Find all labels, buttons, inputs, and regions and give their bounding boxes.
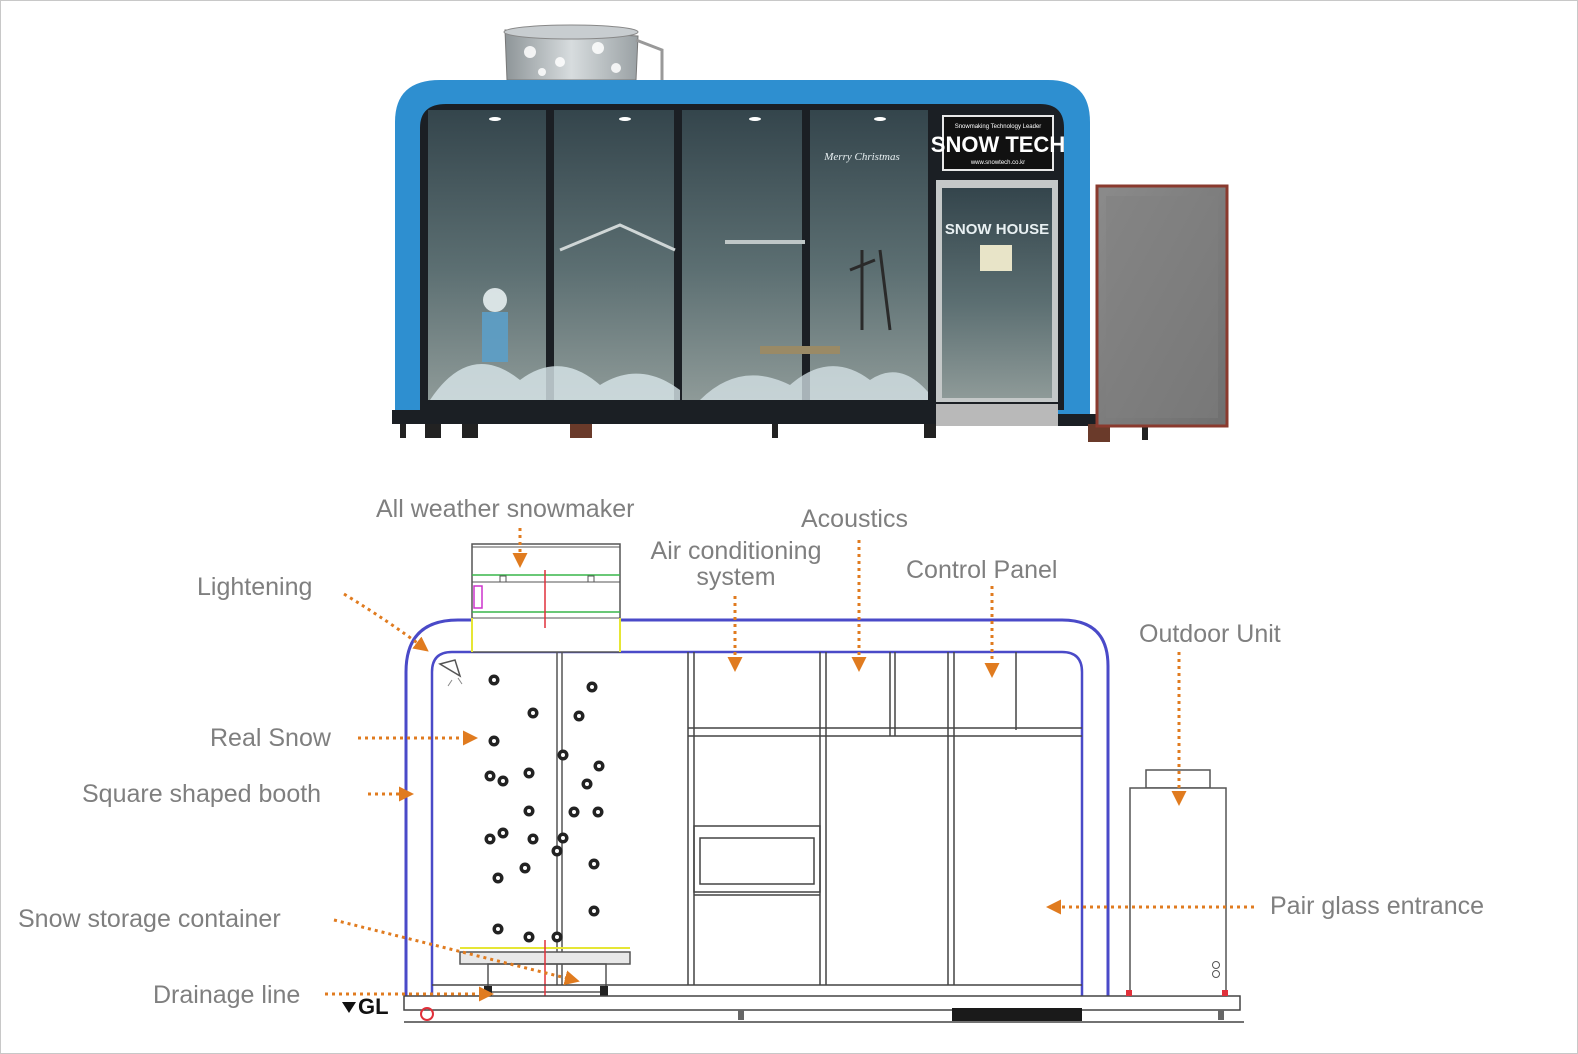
label-real-snow: Real Snow xyxy=(210,724,331,752)
label-square-booth: Square shaped booth xyxy=(82,780,322,808)
entrance-door xyxy=(936,180,1058,402)
snowflakes xyxy=(484,674,605,943)
snowmaker-tank xyxy=(503,24,664,81)
outer-shell xyxy=(404,618,1110,996)
sign-tagline: Snowmaking Technology Leader xyxy=(955,124,1042,130)
glass-windows xyxy=(428,110,928,400)
label-outdoor-unit: Outdoor Unit xyxy=(1139,620,1281,648)
label-snowmaker: All weather snowmaker xyxy=(376,495,635,523)
snowtech-sign xyxy=(942,115,1054,171)
label-air-conditioning-line1: Air conditioning xyxy=(650,537,822,565)
light-fixture xyxy=(438,659,463,687)
label-pair-glass: Pair glass entrance xyxy=(1270,892,1485,920)
label-ground-level: GL xyxy=(358,994,389,1019)
window-greeting: Merry Christmas xyxy=(823,151,899,163)
label-air-conditioning-line2: system xyxy=(696,563,776,592)
label-acoustics: Acoustics xyxy=(801,505,908,533)
gl-triangle xyxy=(342,1002,356,1013)
label-drainage: Drainage line xyxy=(153,981,301,1009)
storage-container-drawing xyxy=(459,940,631,998)
outdoor-unit-photo xyxy=(1095,184,1229,428)
callout-arrows xyxy=(325,528,1254,1002)
sign-brand: SNOW TECH xyxy=(931,132,1065,157)
label-control-panel: Control Panel xyxy=(906,556,1058,584)
inner-shell xyxy=(430,650,1084,996)
interior-partitions xyxy=(687,652,1082,985)
label-air-conditioning: Air conditioning system xyxy=(636,538,836,591)
outdoor-unit-drawing xyxy=(1126,769,1228,997)
arrow-snow-storage xyxy=(333,918,580,986)
label-snow-storage: Snow storage container xyxy=(18,905,281,933)
arrow-lightening xyxy=(343,592,429,652)
label-lightening: Lightening xyxy=(197,573,313,601)
snowmaker-drawing xyxy=(471,543,621,653)
booth-base xyxy=(392,404,1148,442)
sign-url: www.snowtech.co.kr xyxy=(970,160,1025,166)
door-sign: SNOW HOUSE xyxy=(945,221,1049,238)
ceiling-lights xyxy=(489,117,886,121)
floor-base xyxy=(403,984,1244,1023)
